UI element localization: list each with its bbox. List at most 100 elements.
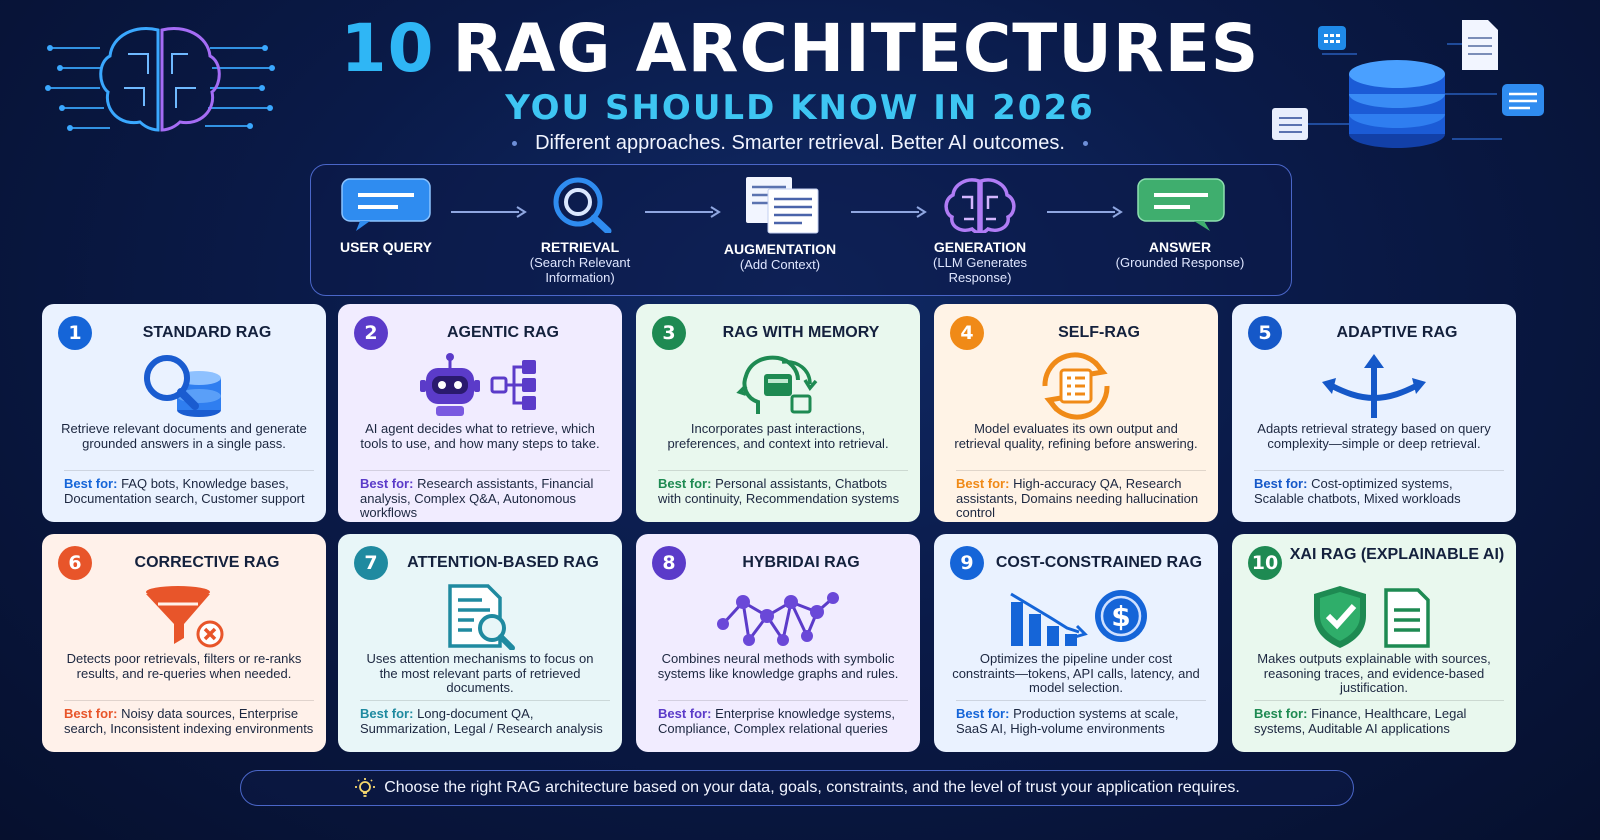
pipeline-step-sub: (Search Relevant Information) [529,255,631,285]
arrow-right-icon [451,206,527,218]
title-number: 10 [340,10,435,87]
pipeline-step-sub: (LLM Generates Response) [933,255,1027,285]
pipeline-step-sub: (Grounded Response) [1115,255,1245,270]
card-description: Makes outputs explainable with sources, … [1257,651,1491,695]
card-best-for: Best for: High-accuracy QA, Research ass… [956,470,1206,521]
best-for-label: Best for: [658,706,712,721]
pipeline-step-label: GENERATION [933,239,1027,255]
tagline-text: Different approaches. Smarter retrieval.… [535,132,1065,154]
best-for-label: Best for: [956,706,1010,721]
best-for-label: Best for: [64,476,118,491]
branch-arrows-icon [1322,354,1426,418]
pipeline-step-retrieval: RETRIEVAL (Search Relevant Information) [505,175,655,285]
card-description: Optimizes the pipeline under cost constr… [952,651,1200,695]
best-for-text: Production systems at scale, SaaS AI, Hi… [956,706,1179,736]
card-title: SELF-RAG [1058,324,1140,341]
best-for-label: Best for: [360,476,414,491]
card-number-badge: 3 [652,316,686,350]
card-best-for: Best for: Personal assistants, Chatbots … [658,470,908,506]
card-rag-with-memory: 3 RAG WITH MEMORY Incorporates past inter… [636,304,920,522]
pipeline-step-label: RETRIEVAL [540,239,620,255]
arrow-right-icon [851,206,927,218]
documents-icon [746,177,819,234]
card-description: Adapts retrieval strategy based on query… [1257,421,1491,451]
best-for-text: Long-document QA, Summarization, Legal /… [360,706,603,736]
title-text: RAG ARCHITECTURES [452,10,1260,87]
best-for-label: Best for: [360,706,414,721]
page-subtitle: YOU SHOULD KNOW IN 2026 [505,88,1095,128]
best-for-text: Cost-optimized systems, Scalable chatbot… [1254,476,1461,506]
card-description: Uses attention mechanisms to focus on th… [366,651,594,695]
card-number-badge: 5 [1248,316,1282,350]
svg-text:$: $ [1111,600,1130,633]
card-best-for: Best for: Noisy data sources, Enterprise… [64,700,314,736]
card-number-badge: 1 [58,316,92,350]
pipeline-step-augmentation: AUGMENTATION (Add Context) [705,175,855,272]
brain-icon [944,178,1016,233]
card-description: Model evaluates its own output and retri… [954,421,1198,451]
card-number-badge: 8 [652,546,686,580]
tagline: Different approaches. Smarter retrieval.… [0,130,1600,156]
card-best-for: Best for: Cost-optimized systems, Scalab… [1254,470,1504,506]
rag-pipeline: USER QUERY RETRIEVAL (Search Relevant In… [310,164,1292,296]
footer-text: Choose the right RAG architecture based … [384,779,1240,796]
robot-agent-icon [420,353,536,416]
card-best-for: Best for: Long-document QA, Summarizatio… [360,700,610,736]
lightbulb-icon [355,777,376,797]
pipeline-step-user-query: USER QUERY [311,175,461,255]
magnifier-icon [553,177,612,233]
knowledge-graph-icon [717,592,839,646]
answer-bubble-icon [1137,178,1225,231]
card-number-badge: 4 [950,316,984,350]
footer-banner: Choose the right RAG architecture based … [240,770,1354,806]
self-check-icon [1042,352,1110,420]
best-for-label: Best for: [658,476,712,491]
best-for-text: Finance, Healthcare, Legal systems, Audi… [1254,706,1467,736]
card-best-for: Best for: Research assistants, Financial… [360,470,610,521]
card-best-for: Best for: Enterprise knowledge systems, … [658,700,908,736]
arrow-right-icon [645,206,721,218]
card-number-badge: 9 [950,546,984,580]
best-for-label: Best for: [1254,706,1308,721]
best-for-text: High-accuracy QA, Research assistants, D… [956,476,1199,520]
search-database-icon [144,355,221,417]
arrow-right-icon [1047,206,1123,218]
card-number-badge: 10 [1248,546,1282,580]
pipeline-step-answer: ANSWER (Grounded Response) [1105,175,1255,270]
best-for-label: Best for: [956,476,1010,491]
card-description: Retrieve relevant documents and generate… [61,421,307,451]
card-description: Detects poor retrievals, filters or re-r… [66,651,302,681]
database-icon [1272,20,1544,148]
card-title: RAG WITH MEMORY [722,324,880,341]
pipeline-step-label: AUGMENTATION [723,241,837,257]
best-for-label: Best for: [64,706,118,721]
pipeline-step-label: ANSWER [1148,239,1212,255]
card-description: Incorporates past interactions, preferen… [667,421,889,451]
funnel-filter-icon [146,586,224,648]
card-title: COST-CONSTRAINED RAG [995,554,1203,571]
pipeline-step-generation: GENERATION (LLM Generates Response) [905,175,1055,285]
cost-chart-icon: $ [1010,590,1147,646]
card-title: CORRECTIVE RAG [134,554,280,571]
card-attention-based-rag: 7 ATTENTION-BASED RAG Uses attention mech… [338,534,622,752]
pipeline-step-label: USER QUERY [339,239,433,255]
best-for-text: FAQ bots, Knowledge bases, Documentation… [64,476,305,506]
best-for-text: Enterprise knowledge systems, Compliance… [658,706,895,736]
brain-circuit-icon [45,27,275,132]
card-best-for: Best for: Finance, Healthcare, Legal sys… [1254,700,1504,736]
best-for-text: Research assistants, Financial analysis,… [360,476,594,520]
card-number-badge: 7 [354,546,388,580]
card-title: ATTENTION-BASED RAG [407,554,599,571]
card-cost-constrained-rag: 9 COST-CONSTRAINED RAG $ Optimizes the pi… [934,534,1218,752]
shield-document-icon [1314,586,1430,648]
best-for-label: Best for: [1254,476,1308,491]
card-description: AI agent decides what to retrieve, which… [360,421,600,451]
chat-bubble-icon [341,178,431,231]
